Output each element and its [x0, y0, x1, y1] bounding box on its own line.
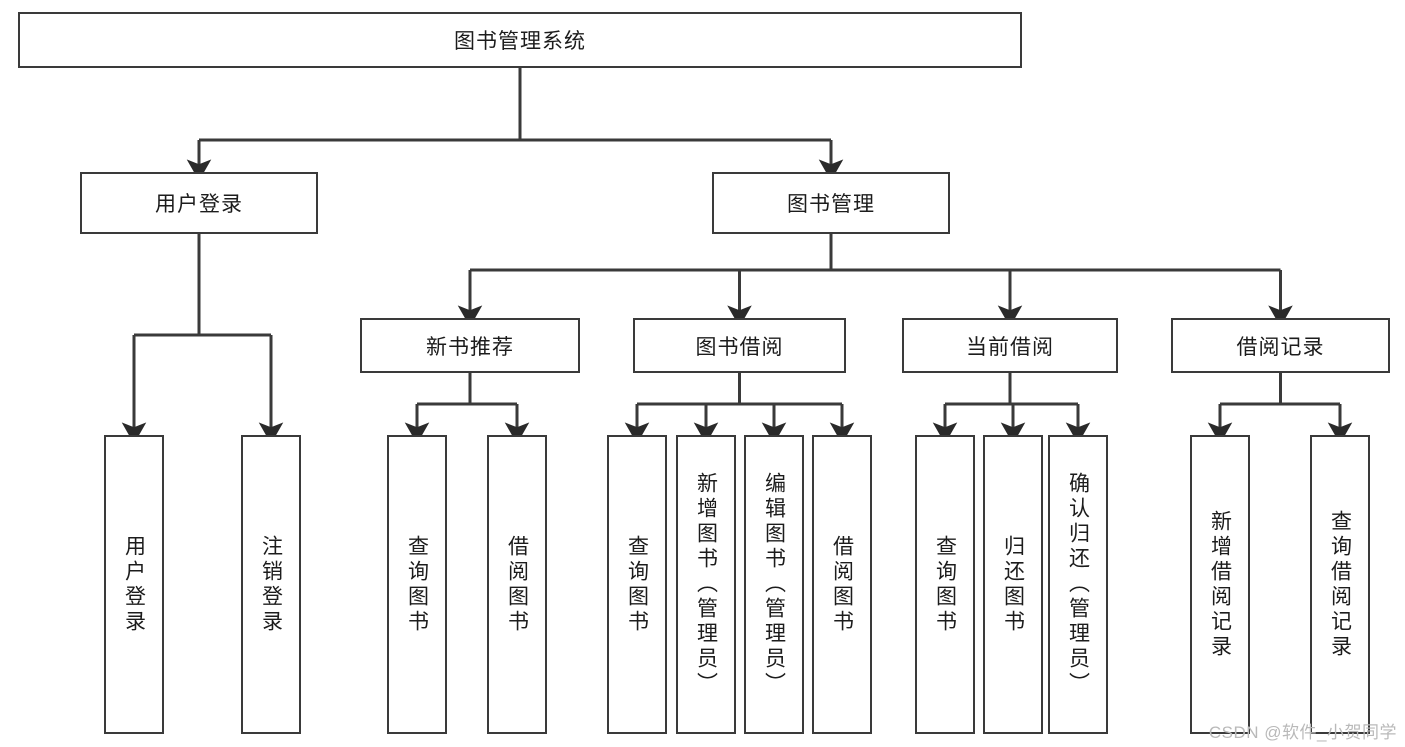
- node-leaf-borrow-book-1-label: 借阅图书: [505, 534, 529, 635]
- node-leaf-query-book-1-label: 查询图书: [405, 534, 429, 635]
- node-leaf-return-book-label: 归还图书: [1001, 534, 1025, 635]
- node-borrow-record[interactable]: 借阅记录: [1171, 318, 1390, 373]
- node-current-borrow[interactable]: 当前借阅: [902, 318, 1118, 373]
- node-leaf-return-book[interactable]: 归还图书: [983, 435, 1043, 734]
- node-leaf-query-record-label: 查询借阅记录: [1328, 509, 1352, 660]
- node-leaf-add-book[interactable]: 新增图书（管理员）: [676, 435, 736, 734]
- node-leaf-user-login-label: 用户登录: [122, 534, 146, 635]
- node-leaf-query-book-1[interactable]: 查询图书: [387, 435, 447, 734]
- node-book-manage[interactable]: 图书管理: [712, 172, 950, 234]
- node-leaf-user-logout-label: 注销登录: [259, 534, 283, 635]
- node-new-book-recommend-label: 新书推荐: [426, 335, 514, 359]
- node-leaf-query-book-3-label: 查询图书: [933, 534, 957, 635]
- node-leaf-borrow-book-2-label: 借阅图书: [830, 534, 854, 635]
- node-leaf-query-record[interactable]: 查询借阅记录: [1310, 435, 1370, 734]
- node-leaf-edit-book[interactable]: 编辑图书（管理员）: [744, 435, 804, 734]
- node-current-borrow-label: 当前借阅: [966, 335, 1054, 359]
- node-root[interactable]: 图书管理系统: [18, 12, 1022, 68]
- node-leaf-query-book-3[interactable]: 查询图书: [915, 435, 975, 734]
- node-leaf-borrow-book-2[interactable]: 借阅图书: [812, 435, 872, 734]
- node-book-manage-label: 图书管理: [787, 193, 875, 216]
- node-leaf-edit-book-label: 编辑图书（管理员）: [762, 472, 786, 697]
- node-leaf-user-login[interactable]: 用户登录: [104, 435, 164, 734]
- watermark-text: CSDN @软件_小贺同学: [1208, 723, 1397, 742]
- node-leaf-user-logout[interactable]: 注销登录: [241, 435, 301, 734]
- node-book-borrow[interactable]: 图书借阅: [633, 318, 846, 373]
- node-leaf-add-record-label: 新增借阅记录: [1208, 509, 1232, 660]
- node-leaf-borrow-book-1[interactable]: 借阅图书: [487, 435, 547, 734]
- node-leaf-add-record[interactable]: 新增借阅记录: [1190, 435, 1250, 734]
- node-new-book-recommend[interactable]: 新书推荐: [360, 318, 580, 373]
- node-leaf-add-book-label: 新增图书（管理员）: [694, 472, 718, 697]
- node-leaf-confirm-return[interactable]: 确认归还（管理员）: [1048, 435, 1108, 734]
- node-book-borrow-label: 图书借阅: [695, 335, 784, 359]
- node-leaf-query-book-2-label: 查询图书: [625, 534, 649, 635]
- node-root-label: 图书管理系统: [454, 30, 586, 53]
- node-user-login[interactable]: 用户登录: [80, 172, 318, 234]
- node-leaf-confirm-return-label: 确认归还（管理员）: [1066, 472, 1090, 697]
- node-user-login-label: 用户登录: [155, 193, 243, 216]
- node-borrow-record-label: 借阅记录: [1236, 335, 1325, 359]
- node-leaf-query-book-2[interactable]: 查询图书: [607, 435, 667, 734]
